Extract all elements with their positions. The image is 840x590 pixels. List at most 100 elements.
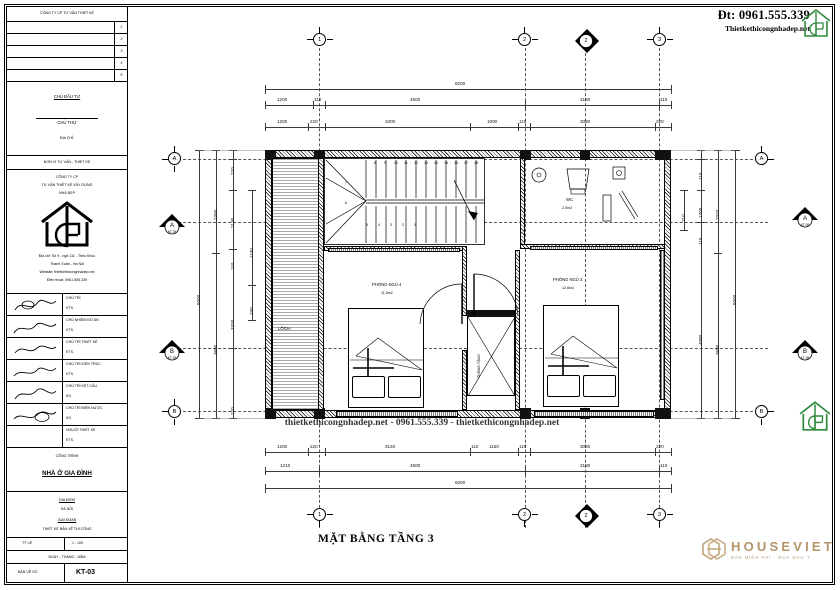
svg-text:B: B — [170, 349, 174, 355]
tb-sign-row: CHỦ TRÌ ĐIỆN NƯỚC KS. — [6, 404, 128, 426]
extension-line — [671, 150, 735, 151]
bubble-tick — [667, 514, 673, 515]
dim-tick — [325, 123, 326, 131]
svg-text:A: A — [170, 223, 174, 229]
bed-bedroom3 — [545, 335, 619, 384]
stair-tread-number: 15 — [444, 161, 448, 165]
tb-sign-role: CHỦ TRÌ KIẾN TRÚC — [66, 362, 101, 366]
bubble-tick — [524, 27, 525, 33]
dim-line-top-total — [265, 89, 671, 90]
dim-top-r1-1: 110 — [314, 97, 322, 102]
column — [265, 408, 276, 419]
tb-sheet-cell: BẢN VẼ SỐ KT-03 — [6, 564, 128, 583]
tb-sign-row: CHỦ TRÌ KIẾN TRÚC KTS. — [6, 360, 128, 382]
dim-bot-r1-2: 3140 — [385, 444, 396, 449]
wall-bedroom4-right — [462, 246, 467, 316]
dim-tick — [697, 418, 705, 419]
door-swing-bedroom4 — [419, 283, 463, 325]
tb-sign-row: CHỦ TRÌ KẾT CẤU KS. — [6, 382, 128, 404]
tb-date-cell: NGÀY - THÁNG - NĂM — [6, 551, 128, 564]
extension-line — [199, 418, 265, 419]
bubble-tick — [327, 39, 333, 40]
section-marker-B-left: B KT-05 — [159, 340, 185, 361]
dim-line-right-total — [735, 150, 736, 418]
dim-bot-r1-6: 3080 — [580, 444, 591, 449]
dim-tick — [265, 467, 266, 475]
dim-line-bot-row1 — [265, 452, 671, 453]
section-marker-B-right: B KT-05 — [792, 340, 818, 361]
room-area-wc: 2.5m2 — [562, 206, 572, 210]
dim-right-r1-3: 4080 — [698, 334, 703, 345]
watermark-text: thietkethicongnhadep.net - 0961.555.339 … — [284, 418, 560, 428]
column — [265, 150, 276, 160]
grid-bubble-2-bottom: 2 — [518, 508, 531, 521]
tb-divider — [64, 538, 65, 551]
bubble-tick — [647, 39, 653, 40]
dim-tick — [470, 123, 471, 131]
dim-tick — [714, 418, 722, 419]
dim-tick — [714, 253, 722, 254]
dim-line-bot-total — [265, 488, 671, 489]
dim-tick — [671, 85, 672, 94]
dim-left-inner-0: 1130 — [249, 248, 254, 258]
tb-company-addr4: Điện thoại: 0961.555.339 — [46, 278, 88, 282]
dim-tick — [671, 484, 672, 493]
dim-tick — [265, 123, 266, 131]
dim-tick — [212, 150, 220, 151]
dim-tick — [248, 285, 256, 286]
dim-tick — [195, 150, 204, 151]
stair-tread-number: 14 — [434, 161, 438, 165]
bubble-tick — [761, 419, 762, 425]
tb-sign-row: CHỦ TRÌ THIẾT KẾ KTS. — [6, 338, 128, 360]
stair-tread-number: 2 — [402, 223, 404, 227]
tb-project-cell: CÔNG TRÌNH NHÀ Ở GIA ĐÌNH — [6, 448, 128, 492]
stair-tread-number: 17 — [464, 161, 468, 165]
tb-sign-role: CHỦ TRÌ THIẾT KẾ — [66, 340, 98, 344]
tb-divider — [62, 404, 63, 426]
tb-owner-name: CHỦ THỰ — [57, 120, 77, 125]
dim-top-r2-0: 1200 — [277, 119, 288, 124]
logia-balcony — [272, 158, 320, 410]
tb-org-note: ĐƠN VỊ TƯ VẤN - THIẾT KẾ — [43, 160, 91, 164]
stair-tread-number: 5 — [366, 223, 368, 227]
tb-company-addr2: Thanh Xuân - Hà Nội — [50, 262, 84, 266]
dim-tick — [655, 123, 656, 131]
tb-top-note: CÔNG TY CP TƯ VẤN THIẾT KẾ — [40, 11, 94, 15]
dim-top-r2-1: 220 — [310, 119, 318, 124]
window-band-bedroom4 — [328, 248, 460, 252]
house-logo-green-top-icon — [801, 8, 831, 37]
tb-rev-row: 1 — [6, 22, 128, 34]
bubble-tick — [162, 411, 168, 412]
dim-line-left-row1 — [233, 150, 234, 418]
pillow — [352, 376, 385, 398]
tb-divider — [62, 426, 63, 448]
pillow — [388, 376, 421, 398]
bubble-tick — [319, 27, 320, 33]
void-beam-top — [467, 310, 515, 317]
dim-left-r1-0: 220 — [230, 167, 235, 175]
column — [314, 408, 325, 419]
dim-tick — [671, 101, 672, 109]
dim-tick — [530, 448, 531, 456]
bubble-tick — [174, 146, 175, 152]
wall-bedroom3-left — [515, 250, 520, 410]
section-marker-bottom-diamond: 2 — [575, 504, 599, 528]
bubble-tick — [174, 166, 175, 172]
grid-line-3 — [659, 38, 660, 528]
dim-tick — [655, 448, 656, 456]
column — [580, 150, 590, 160]
dim-tick — [697, 150, 705, 151]
stair-tread-number: 13 — [424, 161, 428, 165]
tb-sign-role: CHỦ TRÌ — [66, 296, 81, 300]
column — [520, 408, 531, 419]
dim-tick — [265, 484, 266, 493]
tb-sign-row: CHỦ NHIỆM ĐỒ ÁN KTS. — [6, 316, 128, 338]
grid-bubble-1-bottom: 1 — [313, 508, 326, 521]
grid-bubble-A-left: A — [168, 152, 181, 165]
wall-exterior-top — [265, 150, 671, 158]
dim-right-r2-0: 2320 — [715, 209, 720, 220]
section-marker-A-right: A KT-05 — [792, 207, 818, 228]
header-phone: Đt: 0961.555.339 — [717, 8, 810, 22]
tb-sign-row: CHỦ TRÌ KTS. — [6, 294, 128, 316]
